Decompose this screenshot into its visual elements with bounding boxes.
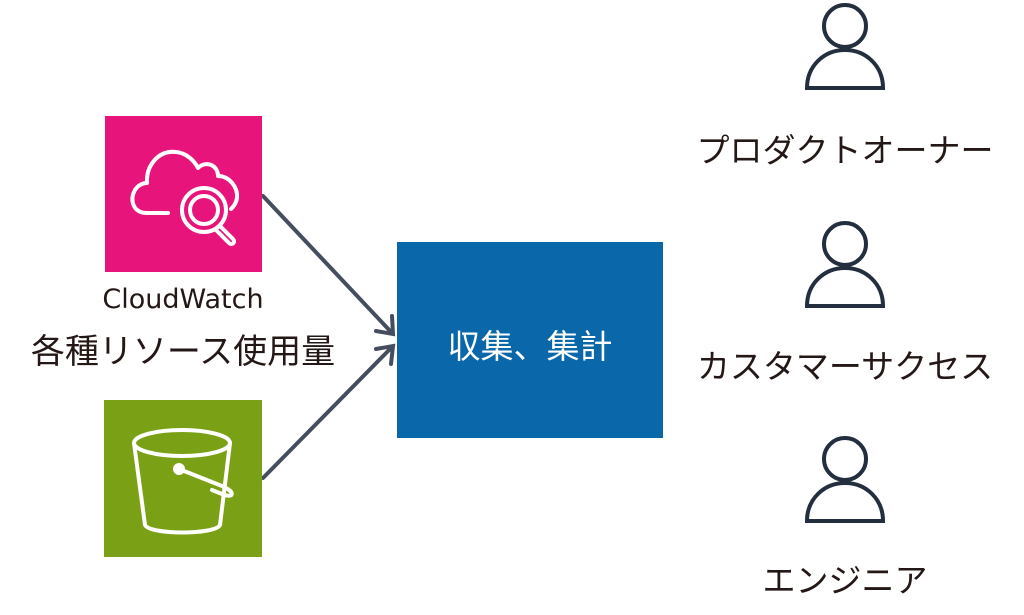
- cloudwatch-label: CloudWatch: [102, 284, 264, 315]
- user-label-product-owner: プロダクトオーナー: [696, 131, 994, 170]
- user-icon: [804, 436, 886, 523]
- s3-bucket-icon: [132, 428, 234, 535]
- process-box: [397, 242, 663, 438]
- user-label-customer-success: カスタマーサクセス: [696, 347, 994, 386]
- user-icon: [804, 3, 886, 90]
- arrow-cloudwatch-to-process: [261, 194, 396, 337]
- cloudwatch-description: 各種リソース使用量: [30, 332, 336, 372]
- user-icon: [804, 221, 886, 308]
- user-label-engineer: エンジニア: [762, 561, 928, 600]
- arrow-s3-to-process: [261, 343, 396, 480]
- cloudwatch-icon: [130, 149, 240, 247]
- process-label: 収集、集計: [447, 327, 613, 366]
